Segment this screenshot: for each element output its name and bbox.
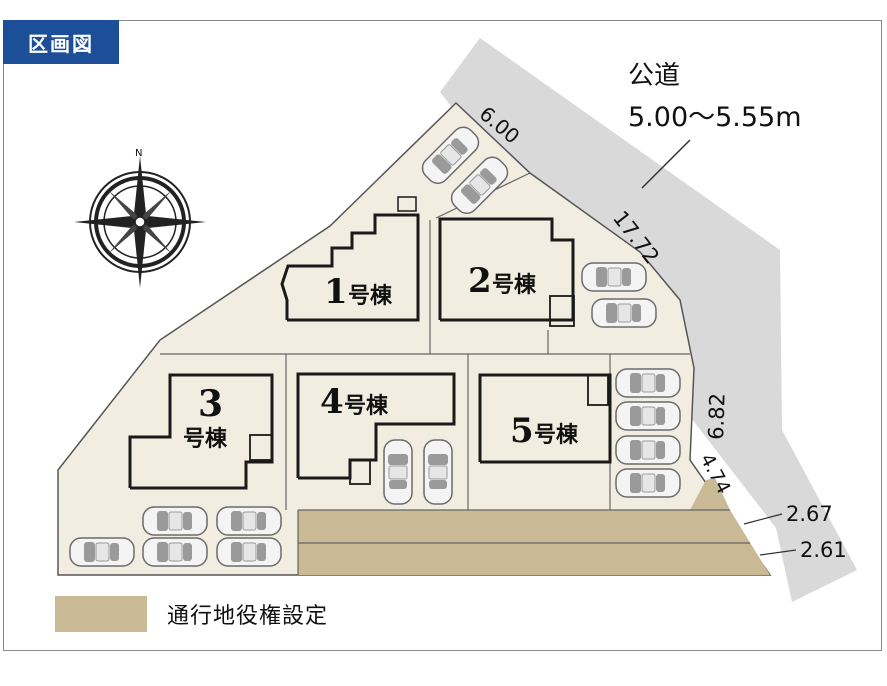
car bbox=[581, 262, 647, 292]
building-5-outline bbox=[478, 373, 612, 464]
building-5-porch bbox=[587, 374, 609, 406]
building-2-suffix: 号棟 bbox=[492, 272, 537, 298]
car bbox=[142, 506, 208, 536]
building-1-porch bbox=[397, 196, 417, 212]
building-1-number: 1 bbox=[324, 272, 348, 312]
building-2-porch bbox=[549, 295, 575, 327]
building-2-number: 2 bbox=[468, 261, 492, 301]
division-lines bbox=[57, 172, 750, 575]
building-4-porch bbox=[349, 459, 371, 485]
car bbox=[69, 537, 135, 567]
car bbox=[615, 468, 681, 498]
building-5-number: 5 bbox=[510, 411, 534, 451]
compass-rose-icon bbox=[74, 156, 206, 288]
dim-right-mid: 6.82 bbox=[704, 393, 730, 441]
car bbox=[615, 435, 681, 465]
road-name: 公道 bbox=[628, 61, 680, 91]
building-3-number: 3 bbox=[198, 383, 223, 425]
building-1-outline bbox=[280, 213, 420, 322]
plan-title: 区画図 bbox=[3, 20, 119, 64]
building-3-suffix: 号棟 bbox=[183, 426, 228, 452]
car bbox=[423, 439, 453, 505]
dim-bottom-lower: 2.61 bbox=[800, 538, 847, 562]
legend-easement-label: 通行地役権設定 bbox=[167, 604, 329, 629]
legend-easement-swatch bbox=[55, 596, 147, 632]
road-width: 5.00〜5.55m bbox=[628, 102, 802, 133]
building-5-suffix: 号棟 bbox=[534, 422, 579, 448]
car bbox=[591, 298, 657, 328]
car bbox=[615, 368, 681, 398]
car bbox=[615, 401, 681, 431]
building-1-suffix: 号棟 bbox=[348, 283, 393, 309]
car bbox=[383, 439, 413, 505]
car bbox=[216, 537, 282, 567]
building-3-porch bbox=[249, 434, 273, 461]
dim-leader-upper bbox=[743, 513, 783, 525]
building-4-number: 4 bbox=[320, 382, 344, 422]
building-4-suffix: 号棟 bbox=[344, 393, 389, 419]
building-3-outline bbox=[128, 373, 274, 490]
easement-triangle bbox=[690, 478, 730, 510]
dim-leader-lower bbox=[759, 549, 797, 556]
compass-north-label: N bbox=[135, 148, 142, 159]
car bbox=[216, 506, 282, 536]
car bbox=[142, 537, 208, 567]
building-2-outline bbox=[438, 217, 575, 322]
road-leader-line bbox=[641, 139, 691, 189]
dim-bottom-upper: 2.67 bbox=[786, 502, 833, 526]
